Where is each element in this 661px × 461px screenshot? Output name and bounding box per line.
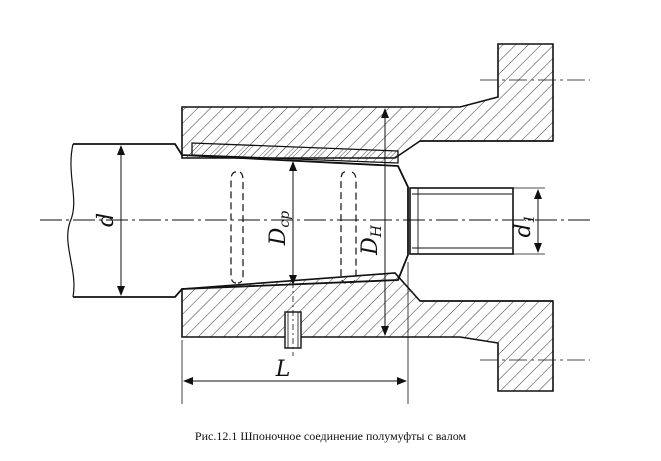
dim-douter-label: DH xyxy=(358,224,385,256)
dim-dmean-label: Dcp xyxy=(266,211,293,246)
hidden-keyway-right-inner xyxy=(349,171,357,284)
shaft-body xyxy=(73,143,409,298)
dim-d1-label: d1 xyxy=(511,214,538,237)
shaft-break-line xyxy=(67,143,75,298)
threaded-end xyxy=(409,187,514,255)
figure-caption: Рис.12.1 Шпоночное соединение полумуфты … xyxy=(194,429,467,443)
hidden-keyway-left-inner xyxy=(237,171,244,284)
hidden-keyway-left xyxy=(230,171,237,284)
dim-d-label: d xyxy=(94,213,119,227)
hub-lower-section xyxy=(181,272,554,392)
hidden-keyway-right xyxy=(340,171,347,284)
dim-L-label: L xyxy=(275,357,291,382)
key xyxy=(191,142,399,164)
